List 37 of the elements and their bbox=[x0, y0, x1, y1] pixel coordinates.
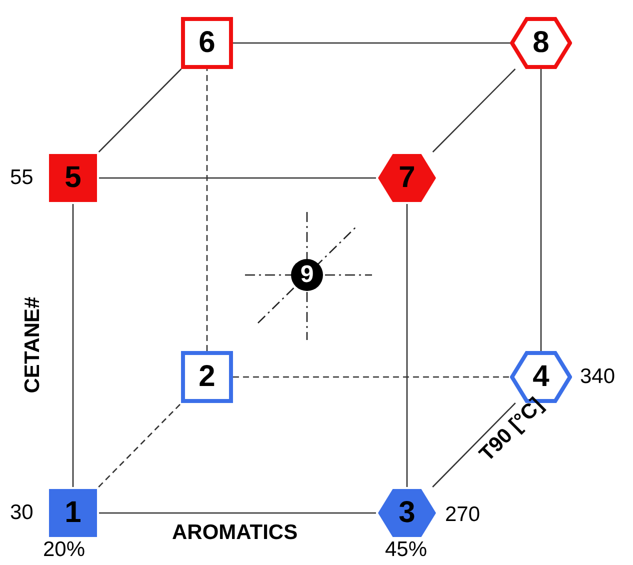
point-number: 7 bbox=[398, 163, 416, 193]
axis-title: CETANE# bbox=[21, 296, 46, 394]
point-number: 1 bbox=[64, 498, 82, 528]
point-number: 5 bbox=[64, 163, 82, 193]
connector-line bbox=[98, 402, 182, 488]
point-number: 6 bbox=[198, 28, 216, 58]
tick-label: 45% bbox=[385, 538, 428, 562]
connector-line bbox=[98, 68, 182, 152]
connector-line bbox=[432, 402, 516, 488]
connector-line bbox=[406, 204, 408, 487]
connector-line bbox=[432, 68, 516, 152]
point-number: 3 bbox=[398, 498, 416, 528]
square-marker bbox=[47, 487, 99, 539]
connector-line bbox=[233, 42, 510, 44]
connector-line bbox=[99, 177, 376, 179]
square-marker bbox=[181, 351, 233, 403]
connector-line bbox=[206, 69, 208, 351]
connector-line bbox=[233, 376, 510, 378]
square-marker bbox=[181, 17, 233, 69]
point-number: 4 bbox=[532, 362, 550, 392]
hexagon-marker bbox=[510, 17, 572, 69]
circle-marker bbox=[290, 258, 324, 292]
point-number: 8 bbox=[532, 28, 550, 58]
square-marker bbox=[47, 152, 99, 204]
tick-label: 30 bbox=[10, 501, 34, 525]
connector-line bbox=[99, 512, 376, 514]
point-number: 2 bbox=[198, 362, 216, 392]
hexagon-marker bbox=[376, 152, 438, 204]
tick-label: 20% bbox=[43, 538, 86, 562]
connector-line bbox=[72, 204, 74, 487]
hexagon-marker bbox=[376, 487, 438, 539]
point-number: 9 bbox=[300, 260, 314, 290]
axis-title: AROMATICS bbox=[172, 521, 298, 545]
tick-label: 340 bbox=[580, 365, 616, 389]
tick-label: 270 bbox=[445, 503, 480, 527]
connector-line bbox=[540, 69, 542, 351]
tick-label: 55 bbox=[10, 166, 34, 190]
